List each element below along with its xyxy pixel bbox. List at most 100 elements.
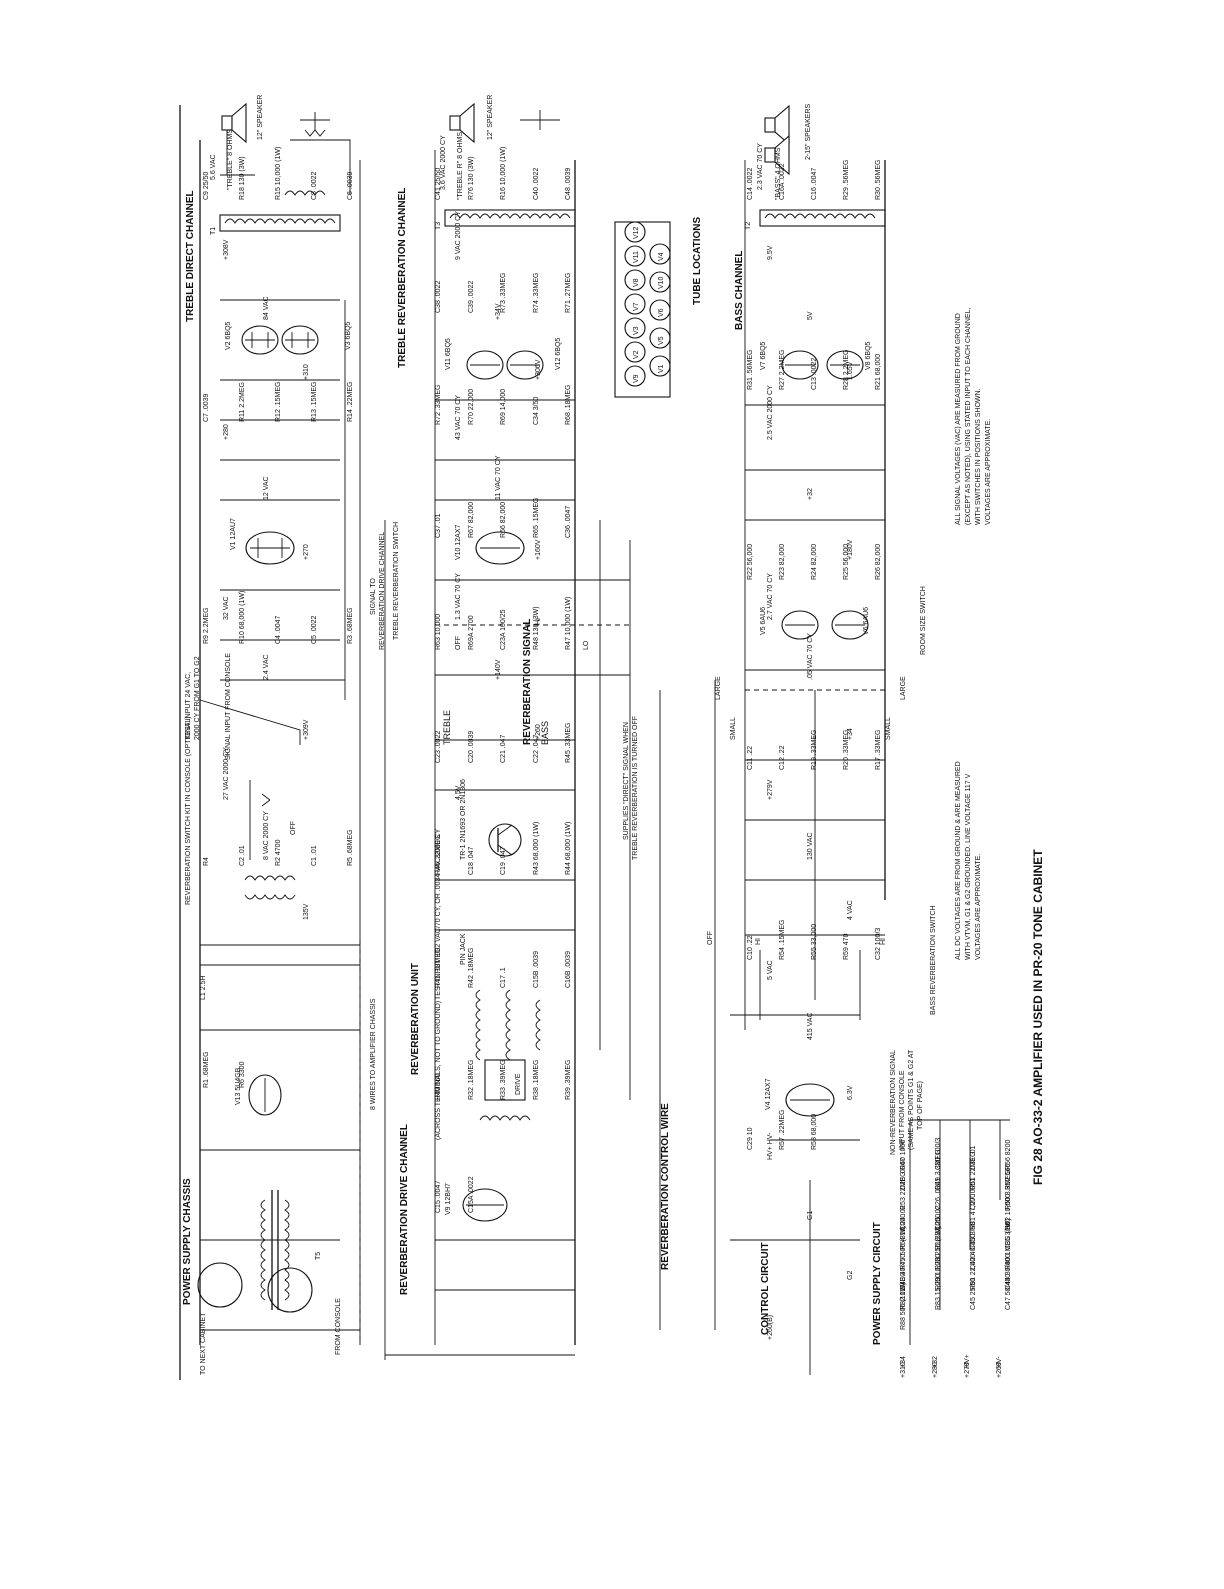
component-c10: C10 .22 <box>747 935 754 960</box>
component-r50: R50 3.3MEG <box>1005 1170 1012 1210</box>
component-r4: R4 <box>203 857 210 866</box>
component-r80: R80 1MEG (1W) <box>1005 1218 1012 1270</box>
component-c44: C44 30/400 <box>1005 1254 1012 1290</box>
labels-b_wires: 8 WIRES TO AMPLIFIER CHASSIS <box>370 998 377 1110</box>
component-c39: C39 .0022 <box>468 281 475 313</box>
component-r73: R73 .33MEG <box>500 273 507 313</box>
voltage-v_308: +308V <box>223 239 230 260</box>
component-r68: R68 .18MEG <box>565 385 572 425</box>
component-r19: R19 .33MEG <box>811 730 818 770</box>
switch-pos-4: OFF <box>455 636 462 650</box>
lower-strip <box>714 104 1010 1375</box>
component-r64: R64 10,000 <box>900 1214 907 1250</box>
tube-location-v9: V9 <box>633 374 640 383</box>
component-r11: R11 2.2MEG <box>239 382 246 422</box>
component-c29: C29 10 <box>747 1127 754 1150</box>
component-c38: C38 .0022 <box>435 281 442 313</box>
rail-r3: +270 <box>964 1362 971 1378</box>
voltage-v_84vac: 84 VAC <box>263 296 270 320</box>
component-c20: C20 .0039 <box>468 731 475 763</box>
labels-room_size_switch: ROOM SIZE SWITCH <box>920 586 927 655</box>
speakers-treble_reverb: 12" SPEAKER <box>487 95 494 140</box>
component-r18: R18 130 (3W) <box>239 156 246 200</box>
component-r39: R39 .39MEG <box>565 1060 572 1100</box>
speaker-treble-reverb <box>449 102 475 144</box>
component-r16: R16 10,000 (1W) <box>500 147 507 200</box>
voltage-v_160: +160V <box>535 539 542 560</box>
component-c23a: C23A 100/25 <box>500 609 507 650</box>
speakers-treble_direct_v: 5.6 VAC <box>210 154 217 180</box>
voltage-v_g1: G1 <box>807 1211 814 1220</box>
speakers-bass <box>764 104 790 176</box>
labels-reverb_switch_kit: REVERBERATION SWITCH KIT IN CONSOLE (OPT… <box>185 716 192 905</box>
labels-supplies_direct_1: SUPPLIES "DIRECT" SIGNAL WHEN <box>623 722 630 840</box>
labels-across_terminals: (ACROSS TERMINALS, NOT TO GROUND) <box>435 1001 442 1140</box>
note-ac-line-1: (EXCEPT AS NOTED), USING STATED INPUT TO… <box>965 308 972 525</box>
tubes-v1: V1 12AU7 <box>230 518 237 550</box>
component-r13: R13 .15MEG <box>311 382 318 422</box>
tube-v3 <box>281 325 319 355</box>
component-c19: C19 .047 <box>500 846 507 875</box>
voltage-v_306: +306V <box>535 359 542 380</box>
component-r2: R2 4700 <box>275 839 282 866</box>
component-r20: R20 .33MEG <box>843 730 850 770</box>
speakers-treble_direct_imp: "TREBLE" 8 OHMS <box>227 129 234 190</box>
speakers-bass_v: 2.3 VAC 70 CY <box>757 143 764 190</box>
tube-socket-v7 <box>624 293 646 315</box>
component-c6: C6 .0039 <box>347 171 354 200</box>
speakers-bass: 2-15" SPEAKERS <box>805 103 812 160</box>
note-dc-line-1: WITH VTVM, G1 & G2 GROUNDED. LINE VOLTAG… <box>965 773 972 960</box>
component-c14: C14 .0022 <box>747 168 754 200</box>
component-c37: C37 .01 <box>435 513 442 538</box>
component-c31: C31 .01 <box>970 1145 977 1170</box>
component-c21: C21 .047 <box>500 734 507 763</box>
component-c25: C25 .02 <box>935 1205 942 1230</box>
component-r88: R88 500 (10W) <box>900 1283 907 1330</box>
component-r56: R56 8200 <box>1005 1140 1012 1170</box>
switch-pos-9: HI <box>880 938 887 945</box>
rail-r2: +280 <box>932 1362 939 1378</box>
section-reverb-control-wire: REVERBERATION CONTROL WIRE <box>660 1103 671 1270</box>
component-r79: R79 10,000 <box>935 1254 942 1290</box>
component-r9: R9 2.2MEG <box>203 607 210 644</box>
component-r14: R14 .22MEG <box>347 382 354 422</box>
transformers-l1: L1 2.5H <box>200 975 207 1000</box>
component-r30: R30 .56MEG <box>875 160 882 200</box>
component-r48: R48 130 (3W) <box>533 606 540 650</box>
note-ac-line-0: ALL SIGNAL VOLTAGES (VAC) ARE MEASURED F… <box>955 313 962 525</box>
component-r47: R47 10,000 (1W) <box>565 597 572 650</box>
component-r15: R15 10,000 (1W) <box>275 147 282 200</box>
component-r63: R63 10,000 <box>435 614 442 650</box>
labels-from_console: FROM CONSOLE <box>335 1298 342 1355</box>
voltage-v_95v: 9.5V <box>767 245 774 260</box>
component-r5: R5 .68MEG <box>347 829 354 866</box>
component-r76: R76 130 (3W) <box>468 156 475 200</box>
voltage-v_32vac: 32 VAC <box>223 596 230 620</box>
section-power-supply-circuit: POWER SUPPLY CIRCUIT <box>872 1222 883 1345</box>
voltage-v_24vac: 2.4 VAC <box>263 654 270 680</box>
voltage-v_270: +270 <box>303 544 310 560</box>
component-r78: R78 250 (3W) <box>935 1226 942 1270</box>
component-r55: R55 33,000 <box>811 924 818 960</box>
component-r24: R24 82,000 <box>811 544 818 580</box>
switch-pos-0: LARGE <box>715 676 722 700</box>
socket-from-console <box>267 1267 313 1313</box>
component-r17: R17 .33MEG <box>875 730 882 770</box>
tube-v2 <box>241 325 279 355</box>
component-r1: R1 .68MEG <box>203 1051 210 1088</box>
note-ac-line-3: VOLTAGES ARE APPROXIMATE. <box>985 419 992 525</box>
tube-location-v12: V12 <box>633 226 640 239</box>
tubes-tr1: TR-1 2N1693 OR 2N1306 <box>460 779 467 860</box>
component-c45: C45 25/50 <box>970 1278 977 1310</box>
switch-pos-10: OFF <box>290 821 297 835</box>
voltage-v_g2: G2 <box>847 1271 854 1280</box>
component-r53: R53 22MEG <box>900 1171 907 1210</box>
component-r33: R33 .39MEG <box>500 1060 507 1100</box>
component-c47: C47 50/450 <box>1005 1274 1012 1310</box>
socket-to-next-cabinet <box>197 1262 243 1308</box>
word-treble: TREBLE <box>442 710 452 745</box>
component-c16: C16 .0047 <box>811 168 818 200</box>
component-r10: R10 68,000 (1W) <box>239 591 246 644</box>
tubes-v11: V11 6BQ5 <box>445 338 452 370</box>
voltage-v_45v: 4.5V <box>455 785 462 800</box>
